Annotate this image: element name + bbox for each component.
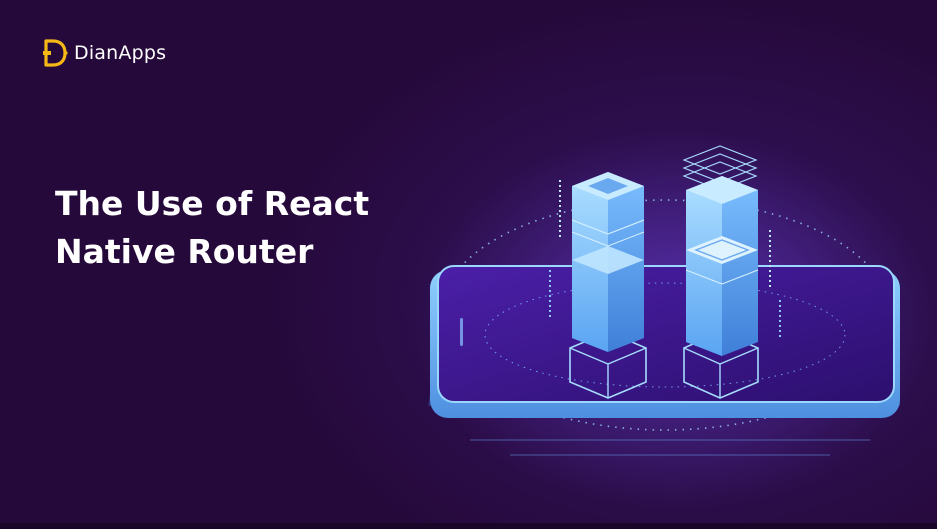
bottom-bar: [0, 523, 937, 529]
brand-logo: DianApps: [42, 38, 166, 68]
isometric-servers-illustration: [415, 130, 930, 510]
title-line-2: Native Router: [55, 232, 314, 271]
left-server-column: [549, 172, 647, 399]
right-server-column: [682, 145, 781, 399]
floor-reflection: [470, 439, 870, 456]
brand-name: DianApps: [74, 42, 167, 64]
title-line-1: The Use of React: [55, 184, 370, 223]
dianapps-logo-icon: [43, 39, 68, 67]
page-title: The Use of React Native Router: [55, 180, 435, 276]
phone-base: [428, 265, 900, 418]
